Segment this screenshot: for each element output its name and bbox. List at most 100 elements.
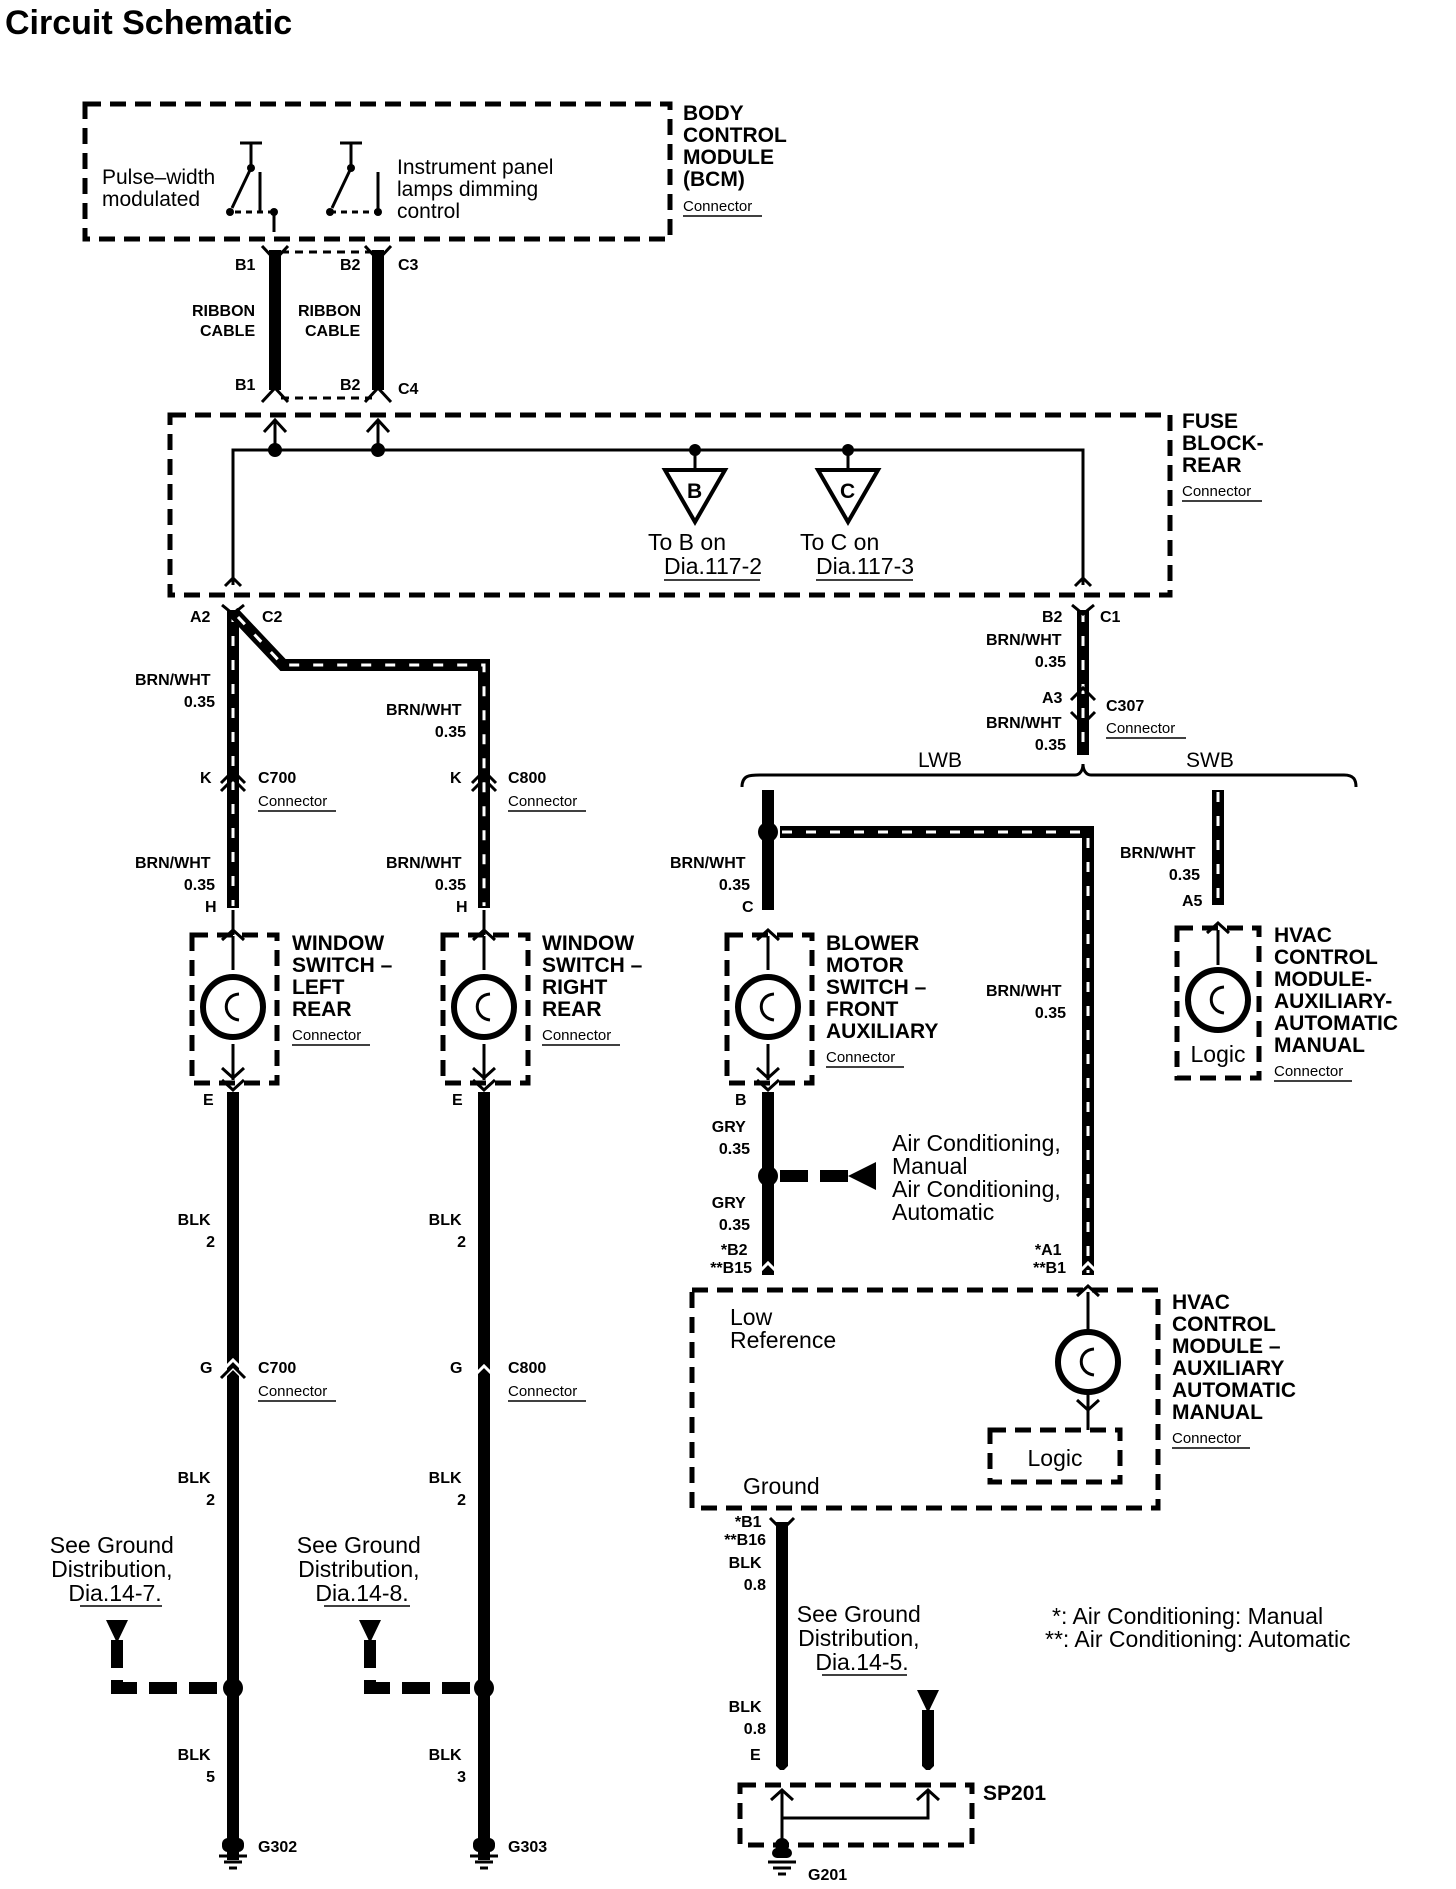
pin-c1: C1 (1100, 609, 1121, 626)
ref-c-triangle-icon: C (814, 468, 882, 527)
right-branch: BRN/WHT 0.35 K C800 Connector BRN/WHT 0.… (297, 702, 648, 1870)
hvac-logic: Logic (1028, 1445, 1083, 1471)
conn-c700-top: C700 (258, 770, 296, 787)
fuse-block-name: FUSE BLOCK- REAR (1182, 410, 1270, 477)
swb-label: SWB (1186, 749, 1234, 772)
ground-text: Ground (743, 1473, 820, 1499)
pin-c3: C3 (398, 257, 419, 274)
ribbon-cable-left-label: RIBBON CABLE (192, 303, 260, 340)
hvac-small-logic: Logic (1191, 1041, 1246, 1067)
blower-motor-switch-connector: Connector (826, 1049, 895, 1066)
right-wire4-label: BLK 2 (429, 1470, 466, 1509)
right-wire3-label: BLK 2 (429, 1212, 466, 1251)
conn-c307-label: Connector (1106, 720, 1175, 737)
svg-text:C: C (840, 480, 855, 503)
conn-c700-bottom-label: Connector (258, 1383, 327, 1400)
right-ground-ref-arrow-icon (359, 1620, 381, 1643)
blower-wire-label: BRN/WHT 0.35 (670, 855, 750, 894)
gry2-label: GRY 0.35 (712, 1195, 750, 1234)
blower-motor-switch-name: BLOWER MOTOR SWITCH – FRONT AUXILIARY (826, 932, 938, 1043)
hvac-module-main-name: HVAC CONTROL MODULE – AUXILIARY AUTOMATI… (1172, 1291, 1302, 1424)
ref-b-line2: Dia.117-2 (664, 553, 762, 579)
hvac-module-main-connector: Connector (1172, 1430, 1241, 1447)
window-switch-right-name: WINDOW SWITCH – RIGHT REAR (542, 932, 648, 1021)
swb-wire-label: BRN/WHT 0.35 (1120, 845, 1200, 884)
left-wire1-label: BRN/WHT 0.35 (135, 672, 215, 711)
blk2-label: BLK 0.8 (729, 1699, 766, 1738)
pin-a5: A5 (1182, 893, 1203, 910)
pins-b2-b15: *B2 **B15 (710, 1242, 752, 1277)
hvac-side: BRN/WHT 0.35 A3 C307 Connector BRN/WHT 0… (670, 603, 1404, 1884)
ribbon-cables: B1 B2 C3 RIBBON CABLE RIBBON CABLE B1 B2… (192, 244, 419, 404)
pin-b2-fuse: B2 (1042, 609, 1063, 626)
ribbon-cable-right-label: RIBBON CABLE (298, 303, 366, 340)
right-pin-k: K (450, 770, 462, 787)
left-ground-ref-arrow-icon (106, 1620, 128, 1643)
pin-b1-top: B1 (235, 257, 256, 274)
ground-g302-icon (219, 1838, 247, 1870)
ac-arrow-icon (848, 1162, 876, 1190)
conn-c700-bottom: C700 (258, 1360, 296, 1377)
lwb-label: LWB (918, 749, 962, 772)
ipl-switch-icon (326, 141, 382, 216)
fuse-block-rear: FUSE BLOCK- REAR Connector B To B on Dia… (167, 410, 1270, 626)
hvac-module-small-name: HVAC CONTROL MODULE- AUXILIARY- AUTOMATI… (1274, 924, 1404, 1057)
left-branch: BRN/WHT 0.35 K C700 Connector BRN/WHT 0.… (50, 603, 498, 1870)
splice-sp201 (737, 1782, 975, 1852)
bcm-module: BODY CONTROL MODULE (BCM) Connector Puls… (82, 101, 792, 242)
window-switch-left-connector: Connector (292, 1027, 361, 1044)
conn-c700-top-label: Connector (258, 793, 327, 810)
page-title: Circuit Schematic (5, 4, 292, 42)
right-pin-h: H (456, 899, 468, 916)
splice-sp201-label: SP201 (983, 1782, 1046, 1805)
ref-c-line2: Dia.117-3 (816, 553, 914, 579)
pin-b1-bottom: B1 (235, 377, 256, 394)
left-wire5-label: BLK 5 (178, 1747, 215, 1786)
conn-c800-bottom-label: Connector (508, 1383, 577, 1400)
gry1-label: GRY 0.35 (712, 1119, 750, 1158)
ref-c-line1: To C on (800, 529, 879, 555)
blk1-label: BLK 0.8 (729, 1555, 766, 1594)
left-pin-h: H (205, 899, 217, 916)
right-ground-ref: See Ground Distribution, Dia.14-8. (297, 1532, 427, 1606)
hvac-module-small: Logic (1174, 920, 1262, 1081)
left-pin-e: E (203, 1092, 214, 1109)
left-wire2-label: BRN/WHT 0.35 (135, 855, 215, 894)
pin-c-blower: C (742, 899, 754, 916)
pin-e-hvac: E (750, 1747, 761, 1764)
conn-c800-top: C800 (508, 770, 546, 787)
conn-c800-bottom: C800 (508, 1360, 546, 1377)
ref-b-line1: To B on (648, 529, 726, 555)
fuse-block-connector-label: Connector (1182, 483, 1251, 500)
bcm-name: BODY CONTROL MODULE (BCM) (683, 102, 792, 191)
svg-text:B: B (687, 480, 702, 503)
right-wire2-label: BRN/WHT 0.35 (386, 855, 466, 894)
hvac-ground-ref: See Ground Distribution, Dia.14-5. (797, 1601, 927, 1675)
hvac-module-main: Logic (689, 1283, 1161, 1511)
fuse-block-box (167, 412, 1173, 598)
hvac-wire1-label: BRN/WHT 0.35 (986, 632, 1066, 671)
conn-c307: C307 (1106, 698, 1144, 715)
hvac-wire2-label: BRN/WHT 0.35 (986, 715, 1066, 754)
pin-c2: C2 (262, 609, 283, 626)
pins-b1-b16: *B1 **B16 (724, 1514, 766, 1549)
ground-g201: G201 (808, 1867, 847, 1884)
left-wire3-label: BLK 2 (178, 1212, 215, 1251)
ground-g303-icon (470, 1838, 498, 1870)
ground-g302: G302 (258, 1839, 297, 1856)
bcm-connector-label: Connector (683, 198, 752, 215)
pin-a3: A3 (1042, 690, 1063, 707)
pin-a2: A2 (190, 609, 211, 626)
pwm-label: Pulse–width modulated (102, 166, 221, 211)
blower-motor-switch (724, 927, 815, 1093)
ipl-dimming-label: Instrument panel lamps dimming control (397, 156, 559, 223)
pins-a1-b1: *A1 **B1 (1033, 1242, 1066, 1277)
pin-c4: C4 (398, 381, 419, 398)
ground-g303: G303 (508, 1839, 547, 1856)
right-pin-g: G (450, 1360, 462, 1377)
window-switch-right-connector: Connector (542, 1027, 611, 1044)
bcm-box (82, 101, 673, 242)
left-pin-g: G (200, 1360, 212, 1377)
ref-b-triangle-icon: B (661, 468, 729, 527)
